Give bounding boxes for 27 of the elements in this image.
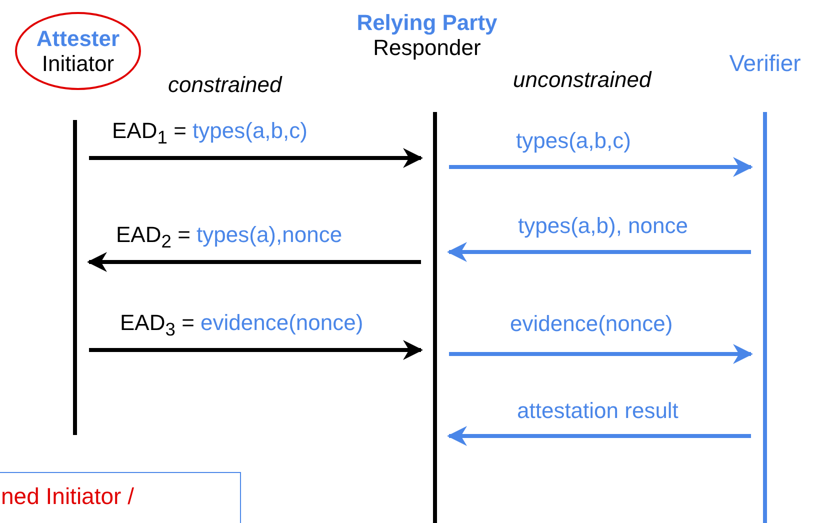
edge-label: EAD$_{1}$ = types(a,b,c) — [112, 118, 308, 148]
participant-name: Relying Party — [356, 10, 498, 36]
edge-label: evidence(nonce) — [510, 311, 673, 338]
arrow — [87, 252, 421, 272]
arrow — [89, 340, 423, 360]
arrow — [89, 148, 423, 168]
participant-ellipse — [15, 12, 141, 90]
lifeline — [763, 112, 767, 523]
arrow — [447, 426, 751, 446]
lifeline — [73, 120, 77, 435]
participant-role: Responder — [373, 35, 481, 61]
edge-label: EAD$_{2}$ = types(a),nonce — [116, 222, 342, 252]
participant-name: Verifier — [729, 50, 801, 76]
edge-label: EAD$_{3}$ = evidence(nonce) — [120, 310, 364, 340]
edge-label: attestation result — [517, 398, 678, 424]
note-text: ned Initiator / — [1, 483, 134, 510]
annotation-text: constrained — [168, 72, 282, 98]
arrow — [447, 242, 751, 262]
edge-label: types(a,b,c) — [516, 128, 631, 154]
lifeline — [433, 112, 437, 523]
arrow — [449, 344, 753, 364]
participant-role: Initiator — [42, 51, 114, 76]
edge-label: types(a,b), nonce — [518, 213, 688, 240]
note-box — [0, 472, 241, 523]
arrow — [449, 157, 753, 177]
annotation-text: unconstrained — [513, 67, 652, 93]
participant-name: Attester — [36, 26, 120, 51]
